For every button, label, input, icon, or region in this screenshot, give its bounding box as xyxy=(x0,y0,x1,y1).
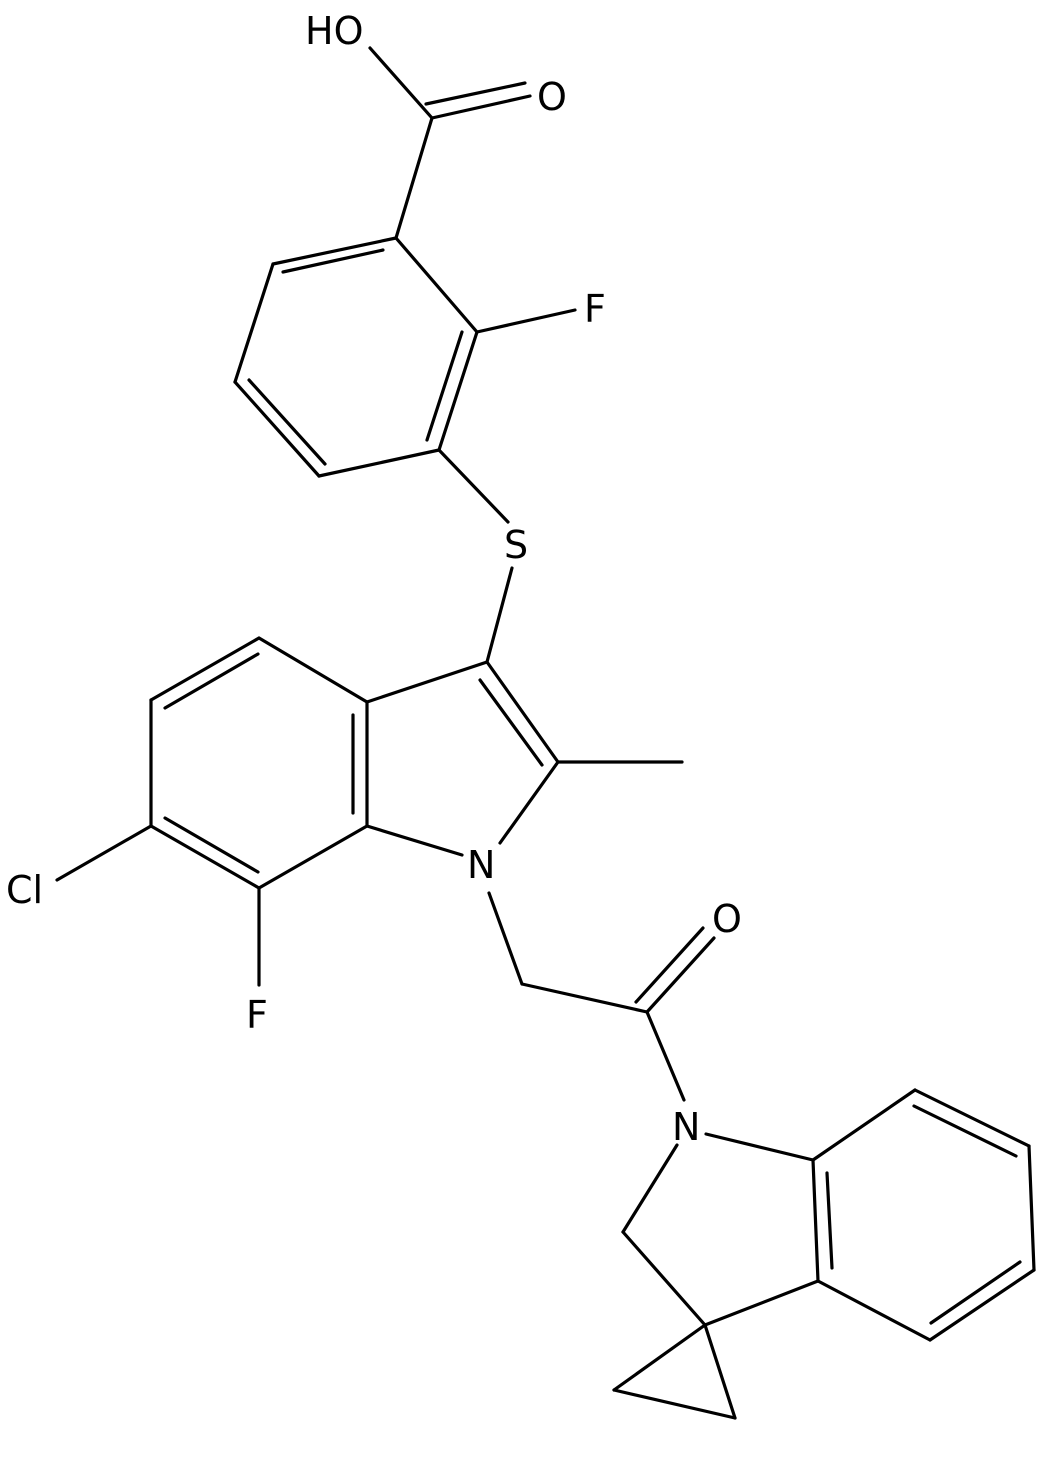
bond-c3a-c7a-spiro-inner xyxy=(825,1171,834,1270)
bond-c3-c2-inner xyxy=(478,678,544,767)
bond-n-c7a-spiro xyxy=(704,1132,815,1162)
atom-amide-oxygen-label: O xyxy=(712,897,742,941)
bond-c6-c5-spiro xyxy=(1027,1144,1036,1272)
bond-co-o-inner xyxy=(634,926,705,1004)
bond-ring-s xyxy=(437,448,510,524)
bond-cp1-cp2 xyxy=(612,1388,737,1420)
bond-c7a-c7-spiro xyxy=(811,1088,917,1162)
bond-c6-c7 xyxy=(149,824,261,890)
bond-n1-ch2 xyxy=(487,891,524,986)
bond-co-n xyxy=(645,1010,686,1102)
bond-ring-a6 xyxy=(394,236,479,334)
bond-ch2-co xyxy=(520,982,649,1014)
bond-cspiro-cp1 xyxy=(612,1323,707,1392)
atom-carbonyl-oxygen-label: O xyxy=(537,75,567,119)
bond-c3-c2 xyxy=(485,660,560,764)
bond-c4-c5 xyxy=(149,636,261,702)
bond-co-o-outer xyxy=(645,936,716,1014)
bond-n1-c7a xyxy=(365,824,464,857)
atom-sulfur-label: S xyxy=(504,523,528,567)
atom-spiro-nitrogen-label: N xyxy=(672,1105,700,1149)
bond-c7-c6-spiro xyxy=(913,1088,1031,1148)
bond-oh-c xyxy=(368,46,434,120)
atom-hydroxyl-label: HO xyxy=(305,9,363,53)
atom-fluorine-benzoic-label: F xyxy=(584,287,606,331)
bond-ring-a2 xyxy=(233,262,275,384)
bond-ring-a5-inner xyxy=(425,330,464,442)
atom-fluorine-indole-label: F xyxy=(246,993,268,1037)
bond-cspiro-c3a xyxy=(703,1279,820,1327)
bond-s-indole xyxy=(485,566,514,664)
bond-c-f xyxy=(475,308,577,334)
bond-ring-a3 xyxy=(233,380,321,478)
bond-ring-a4 xyxy=(317,448,441,478)
bond-c4-c5-inner xyxy=(163,652,260,710)
bond-cp2-cspiro xyxy=(703,1323,737,1420)
bond-c-o-double-inner xyxy=(424,81,527,106)
bond-c2-n1 xyxy=(498,760,560,845)
bond-ring-a1-inner xyxy=(281,248,385,274)
bond-c5-c4-spiro xyxy=(928,1268,1036,1342)
atom-indole-nitrogen-label: N xyxy=(467,843,495,887)
bond-ring-a3-inner xyxy=(247,378,327,466)
bond-n-ch2-spiro xyxy=(621,1143,679,1234)
bond-c6-c7-inner xyxy=(163,816,260,874)
bond-c7-c7a xyxy=(257,824,369,890)
bonds xyxy=(55,46,1036,1420)
bond-c7-c6-spiro-inner xyxy=(912,1104,1018,1158)
bond-c3a-c7a-spiro xyxy=(811,1158,820,1283)
atom-labels: HO O F S N Cl F O N xyxy=(6,9,742,1149)
bond-ring-a5 xyxy=(437,330,479,452)
atom-chlorine-label: Cl xyxy=(6,868,43,912)
bond-c3a-c4 xyxy=(257,636,369,704)
bond-ch2-cspiro xyxy=(621,1230,707,1327)
bond-c3a-c3 xyxy=(365,660,489,704)
bond-cooh-ring xyxy=(394,116,434,240)
bond-c4-c3a-spiro xyxy=(816,1279,932,1342)
bond-c-o-double-outer xyxy=(430,94,532,120)
bond-c5-c4-spiro-inner xyxy=(929,1260,1022,1325)
bond-ring-a1 xyxy=(271,236,398,266)
bond-c6-cl xyxy=(55,824,153,882)
